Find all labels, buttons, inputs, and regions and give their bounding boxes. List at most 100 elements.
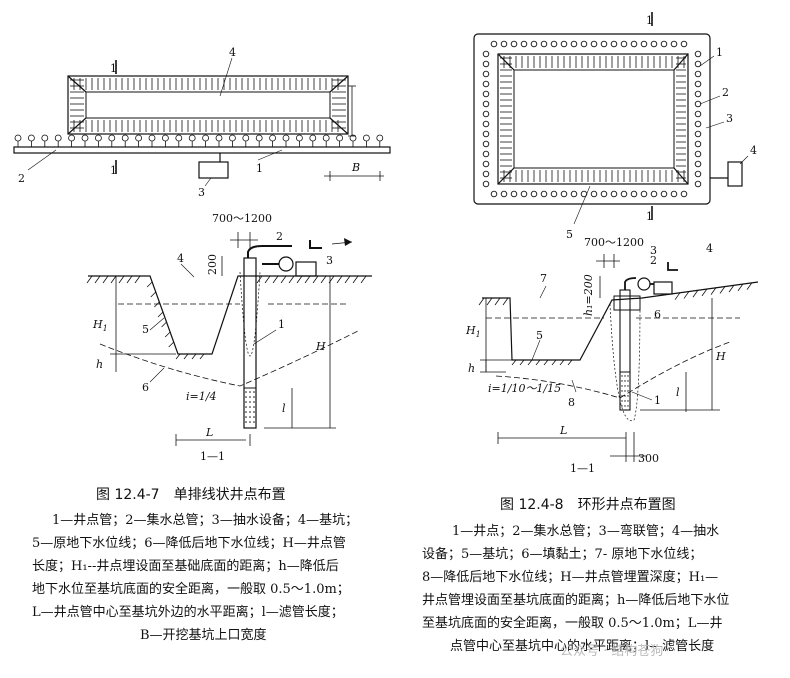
- left-section-view: [86, 232, 372, 446]
- left-plan-section-mark-bottom: 1: [110, 164, 117, 177]
- wellpoint-symbol: [175, 134, 183, 142]
- ground-hatch: [126, 275, 133, 284]
- right-L-label: L: [559, 424, 567, 437]
- wellpoint-symbol: [620, 190, 628, 198]
- ground-hatch: [746, 282, 753, 290]
- right-H1-label: H1: [465, 324, 481, 339]
- wellpoint-symbol: [694, 70, 702, 78]
- wellpoint-symbol: [41, 134, 49, 142]
- ground-hatch: [264, 275, 271, 284]
- left-H1-label: H1: [92, 318, 108, 333]
- wellpoint-symbol: [482, 60, 490, 68]
- wellpoint-symbol: [660, 190, 668, 198]
- right-section-label-7: 7: [540, 272, 547, 285]
- wellpoint-symbol: [650, 40, 658, 48]
- left-note-line: B—开挖基坑上口宽度: [140, 628, 267, 643]
- ground-hatch: [486, 297, 493, 306]
- filter-dot: [249, 421, 251, 423]
- filter-dot: [245, 391, 247, 393]
- wellpoint-symbol: [694, 150, 702, 158]
- wellpoint-symbol: [530, 40, 538, 48]
- right-section-labels: 700～1200 h₁=200 3 2 4 6 7 5 8 1 H1 h H l…: [465, 236, 726, 475]
- left-H-label: H: [315, 340, 326, 353]
- wellpoint-symbol: [510, 40, 518, 48]
- wellpoint-symbol: [520, 40, 528, 48]
- right-plan-section-mark-top: 1: [646, 14, 653, 27]
- right-note-line: 1—井点；2—集水总管；3—弯联管；4—抽水: [452, 524, 720, 539]
- filter-dot: [245, 401, 247, 403]
- right-section-label-3: 3: [650, 244, 657, 257]
- wellpoint-symbol: [242, 134, 250, 142]
- right-section-label-4: 4: [706, 242, 713, 255]
- filter-dot: [249, 416, 251, 418]
- wellpoint-symbol: [694, 90, 702, 98]
- wellpoint-symbol: [95, 134, 102, 142]
- filter-dot: [621, 390, 623, 392]
- right-note-line: 设备；5—基坑；6—填黏土；7- 原地下水位线；: [422, 547, 703, 562]
- left-h-label: h: [96, 358, 103, 371]
- wellpoint-symbol: [482, 130, 490, 138]
- wellpoint-symbol: [27, 134, 35, 142]
- ground-hatch: [150, 291, 157, 298]
- wellpoint-symbol: [148, 134, 156, 142]
- filter-dot: [253, 401, 255, 403]
- filter-dot: [245, 411, 247, 413]
- left-section-label-5: 5: [142, 323, 149, 336]
- wellpoint-symbol: [680, 190, 688, 198]
- wellpoint-symbol: [694, 170, 702, 178]
- wellpoint-symbol: [694, 180, 702, 188]
- wellpoint-symbol: [680, 40, 688, 48]
- filter-dot: [249, 396, 251, 398]
- left-note-line: L—井点管中心至基坑外边的水平距离；l—滤管长度；: [32, 605, 344, 620]
- wellpoint-symbol: [482, 50, 490, 58]
- wellpoint-symbol: [108, 134, 116, 142]
- right-note-line: 至基坑底面的安全距离，一般取 0.5～1.0m；L—井: [422, 616, 723, 631]
- wellpoint-symbol: [269, 134, 277, 142]
- wellpoint-symbol: [670, 190, 678, 198]
- right-note-line: 8—降低后地下水位线；H—井点管埋置深度；H₁—: [422, 570, 719, 585]
- wellpoint-symbol: [660, 40, 668, 48]
- ground-hatch: [118, 275, 125, 284]
- right-plan-view: [473, 12, 749, 225]
- filter-dot: [249, 411, 251, 413]
- ground-hatch: [183, 353, 189, 360]
- wellpoint-symbol: [482, 180, 490, 188]
- left-figure-caption: 图 12.4-7 单排线状井点布置: [96, 487, 286, 503]
- wellpoint-symbol: [560, 190, 568, 198]
- left-plan-label-2: 2: [18, 172, 25, 185]
- ground-hatch: [344, 275, 351, 284]
- wellpoint-symbol: [694, 120, 702, 128]
- right-note-line: 点管中心至基坑中心的水平距离；l—滤管长度: [450, 639, 715, 654]
- wellpoint-symbol: [376, 134, 384, 142]
- ground-hatch: [256, 275, 263, 284]
- filter-dot: [624, 385, 626, 387]
- ground-hatch: [710, 287, 717, 295]
- wellpoint-symbol: [482, 140, 490, 148]
- wellpoint-symbol: [620, 40, 628, 48]
- wellpoint-symbol: [14, 134, 22, 142]
- wellpoint-symbol: [600, 40, 608, 48]
- filter-dot: [624, 380, 626, 382]
- wellpoint-symbol: [336, 134, 344, 142]
- left-plan-section-mark-top: 1: [110, 62, 117, 75]
- right-section-label-5: 5: [536, 329, 543, 342]
- ground-hatch: [134, 275, 141, 284]
- filter-dot: [253, 421, 255, 423]
- right-h-label: h: [468, 362, 475, 375]
- filter-dot: [621, 380, 623, 382]
- ground-hatch: [719, 286, 726, 294]
- ground-hatch: [519, 359, 525, 366]
- wellpoint-symbol: [600, 190, 608, 198]
- right-section-label-2: 2: [650, 254, 657, 267]
- wellpoint-symbol: [630, 190, 638, 198]
- wellpoint-symbol: [694, 60, 702, 68]
- wellpoint-symbol: [282, 134, 290, 142]
- filter-dot: [624, 395, 626, 397]
- filter-dot: [245, 416, 247, 418]
- wellpoint-symbol: [54, 134, 62, 142]
- filter-dot: [245, 421, 247, 423]
- filter-dot: [624, 390, 626, 392]
- ground-hatch: [199, 353, 205, 360]
- right-dim-700-1200: 700～1200: [584, 236, 644, 249]
- left-note-line: 1—井点管；2—集水总管；3—抽水设备；4—基坑；: [52, 513, 359, 528]
